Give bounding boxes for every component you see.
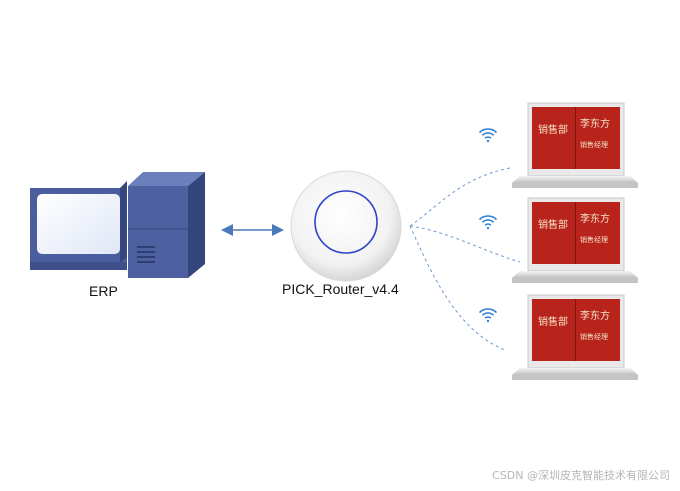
svg-text:销售经理: 销售经理	[580, 235, 608, 244]
svg-text:销售部: 销售部	[538, 315, 568, 328]
svg-text:李东方: 李东方	[580, 212, 610, 225]
watermark: CSDN @深圳皮克智能技术有限公司	[492, 469, 670, 482]
svg-text:销售部: 销售部	[538, 123, 568, 136]
svg-text:李东方: 李东方	[580, 309, 610, 322]
wifi-icon	[478, 128, 498, 143]
electronic-tag-3: 销售部 李东方 销售经理	[512, 294, 638, 380]
svg-text:销售部: 销售部	[538, 218, 568, 231]
electronic-tag-2: 销售部 李东方 销售经理	[512, 197, 638, 283]
erp-label: ERP	[89, 283, 118, 299]
router-label: PICK_Router_v4.4	[282, 281, 399, 297]
wifi-icon	[478, 215, 498, 230]
svg-text:销售经理: 销售经理	[580, 332, 608, 341]
wifi-icon	[478, 308, 498, 323]
svg-text:李东方: 李东方	[580, 117, 610, 130]
svg-text:销售经理: 销售经理	[580, 140, 608, 149]
router-icon	[290, 170, 402, 282]
erp-computer-icon	[30, 172, 205, 278]
wireless-links	[409, 167, 521, 351]
electronic-tag-1: 销售部 李东方 销售经理	[512, 102, 638, 188]
